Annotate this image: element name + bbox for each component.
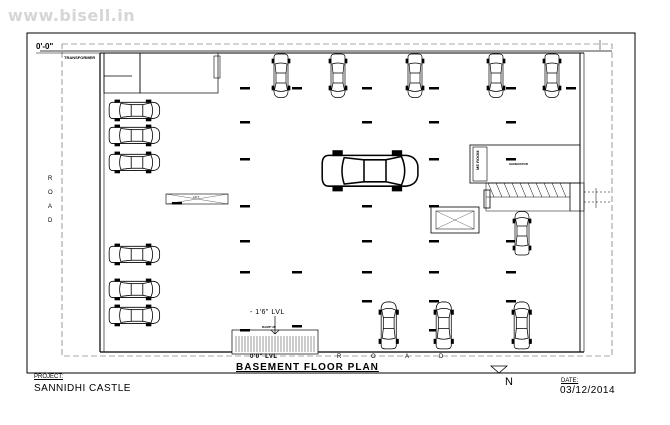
car-icon (542, 53, 562, 98)
project-name: SANNIDHI CASTLE (34, 383, 131, 394)
generator-label: GENERATOR (509, 162, 528, 166)
ramp (231, 316, 319, 355)
road-side-o: O (48, 190, 53, 196)
level-top-label: 0'-0" (36, 42, 54, 51)
car-icon (512, 211, 532, 256)
road-bottom-a: A (405, 354, 410, 360)
dimension-marks (595, 40, 601, 208)
north-arrow-icon (489, 365, 509, 374)
road-bottom-o: O (371, 354, 376, 360)
car-icon (486, 53, 506, 98)
level-mid-label: - 1'6" LVL (250, 309, 285, 316)
car-icon (511, 301, 532, 350)
columns (172, 87, 576, 332)
car-icon (108, 243, 161, 266)
generator-room (469, 144, 581, 210)
parked-cars (108, 53, 562, 350)
road-bottom-d: D (439, 354, 444, 360)
car-icon (271, 53, 291, 98)
staircase (485, 182, 571, 212)
car-icon (108, 151, 161, 174)
watermark-text: www.bisell.in (8, 6, 136, 25)
project-label: PROJECT: (34, 374, 64, 380)
transformer-room (103, 52, 221, 94)
north-label: N (505, 376, 513, 388)
level-bottom-label: 0'0" LVL (250, 354, 278, 360)
ramp-label: RAMP UP (262, 325, 276, 329)
car-icon (321, 150, 419, 192)
car-icon (108, 124, 161, 147)
car-icon (108, 278, 161, 301)
car-icon (433, 301, 454, 350)
road-side-d: D (48, 218, 53, 224)
stair-rail-right (569, 182, 612, 212)
plot-boundary (61, 43, 613, 357)
car-icon (108, 99, 161, 122)
date-value: 03/12/2014 (560, 385, 616, 396)
road-bottom-r: R (337, 354, 342, 360)
road-side-r: R (48, 176, 53, 182)
drawing-title: BASEMENT FLOOR PLAN (236, 362, 379, 373)
road-side-a: A (48, 204, 53, 210)
car-icon (405, 53, 425, 98)
transformer-label: TRANSFORMER (64, 55, 96, 60)
date-label: DATE: (561, 378, 579, 384)
me-room-label: ME ROOM (475, 150, 480, 170)
car-icon (108, 304, 161, 327)
lift-shaft (430, 189, 491, 234)
car-icon (328, 53, 348, 98)
car-icon (378, 301, 399, 350)
lift-label: LIFT (193, 195, 200, 199)
